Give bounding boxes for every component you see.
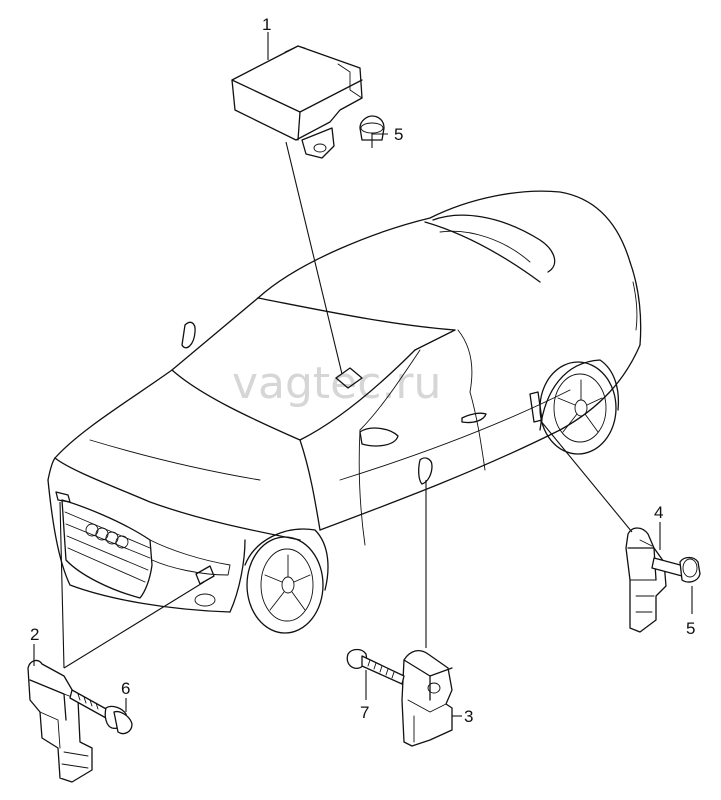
watermark-text: vagtec.ru bbox=[232, 358, 441, 409]
bolt-part-7[interactable] bbox=[346, 648, 405, 685]
car-illustration bbox=[47, 190, 642, 634]
crash-sensor-rear-side[interactable] bbox=[625, 527, 667, 633]
callout-4: 4 bbox=[654, 503, 663, 522]
crash-sensor-front[interactable] bbox=[27, 659, 93, 783]
bolt-part-6[interactable] bbox=[69, 689, 133, 735]
callout-2: 2 bbox=[30, 625, 39, 644]
callout-6: 6 bbox=[121, 679, 130, 698]
callout-5-right: 5 bbox=[686, 619, 695, 638]
callout-1: 1 bbox=[262, 15, 271, 34]
airbag-control-unit[interactable] bbox=[231, 45, 363, 159]
nut-part-5-right[interactable] bbox=[651, 556, 701, 583]
callouts: 1 2 3 4 5 5 6 7 bbox=[30, 15, 695, 726]
crash-sensor-door[interactable] bbox=[401, 649, 453, 747]
callout-7: 7 bbox=[360, 703, 369, 722]
callout-5-top: 5 bbox=[394, 125, 403, 144]
callout-3: 3 bbox=[464, 707, 473, 726]
leader-lines bbox=[33, 32, 693, 717]
